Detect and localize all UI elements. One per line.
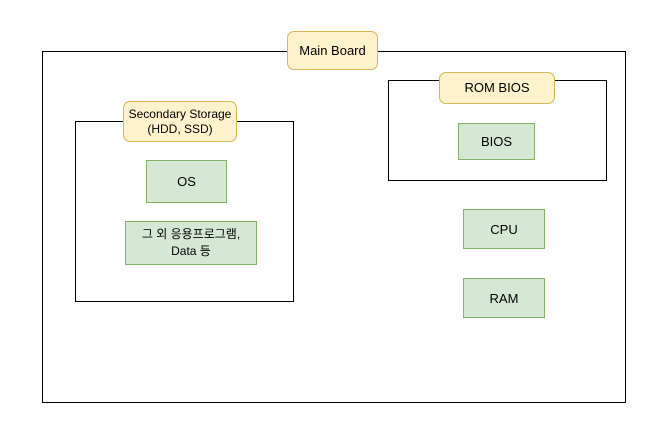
cpu-box-text: CPU bbox=[490, 221, 518, 237]
os-box-text: OS bbox=[177, 174, 196, 189]
bios-box: BIOS bbox=[458, 123, 535, 160]
main-board-label-text: Main Board bbox=[299, 42, 366, 58]
other-apps-box: 그 외 응용프로그램, Data 등 bbox=[125, 221, 257, 265]
cpu-box: CPU bbox=[463, 209, 545, 249]
rom-bios-label-text: ROM BIOS bbox=[464, 80, 530, 95]
ram-box: RAM bbox=[463, 278, 545, 318]
bios-box-text: BIOS bbox=[480, 134, 513, 149]
other-apps-box-line1: 그 외 응용프로그램, bbox=[141, 227, 241, 241]
main-board-label: Main Board bbox=[287, 31, 378, 70]
rom-bios-label: ROM BIOS bbox=[439, 72, 555, 104]
other-apps-box-line2: Data 등 bbox=[171, 244, 211, 258]
secondary-storage-label-line1: Secondary Storage bbox=[128, 106, 232, 121]
os-box: OS bbox=[146, 160, 227, 203]
secondary-storage-label-line2: (HDD, SSD) bbox=[147, 121, 213, 136]
secondary-storage-label: Secondary Storage (HDD, SSD) bbox=[123, 101, 237, 142]
ram-box-text: RAM bbox=[489, 290, 519, 306]
secondary-storage-outline bbox=[75, 121, 294, 302]
